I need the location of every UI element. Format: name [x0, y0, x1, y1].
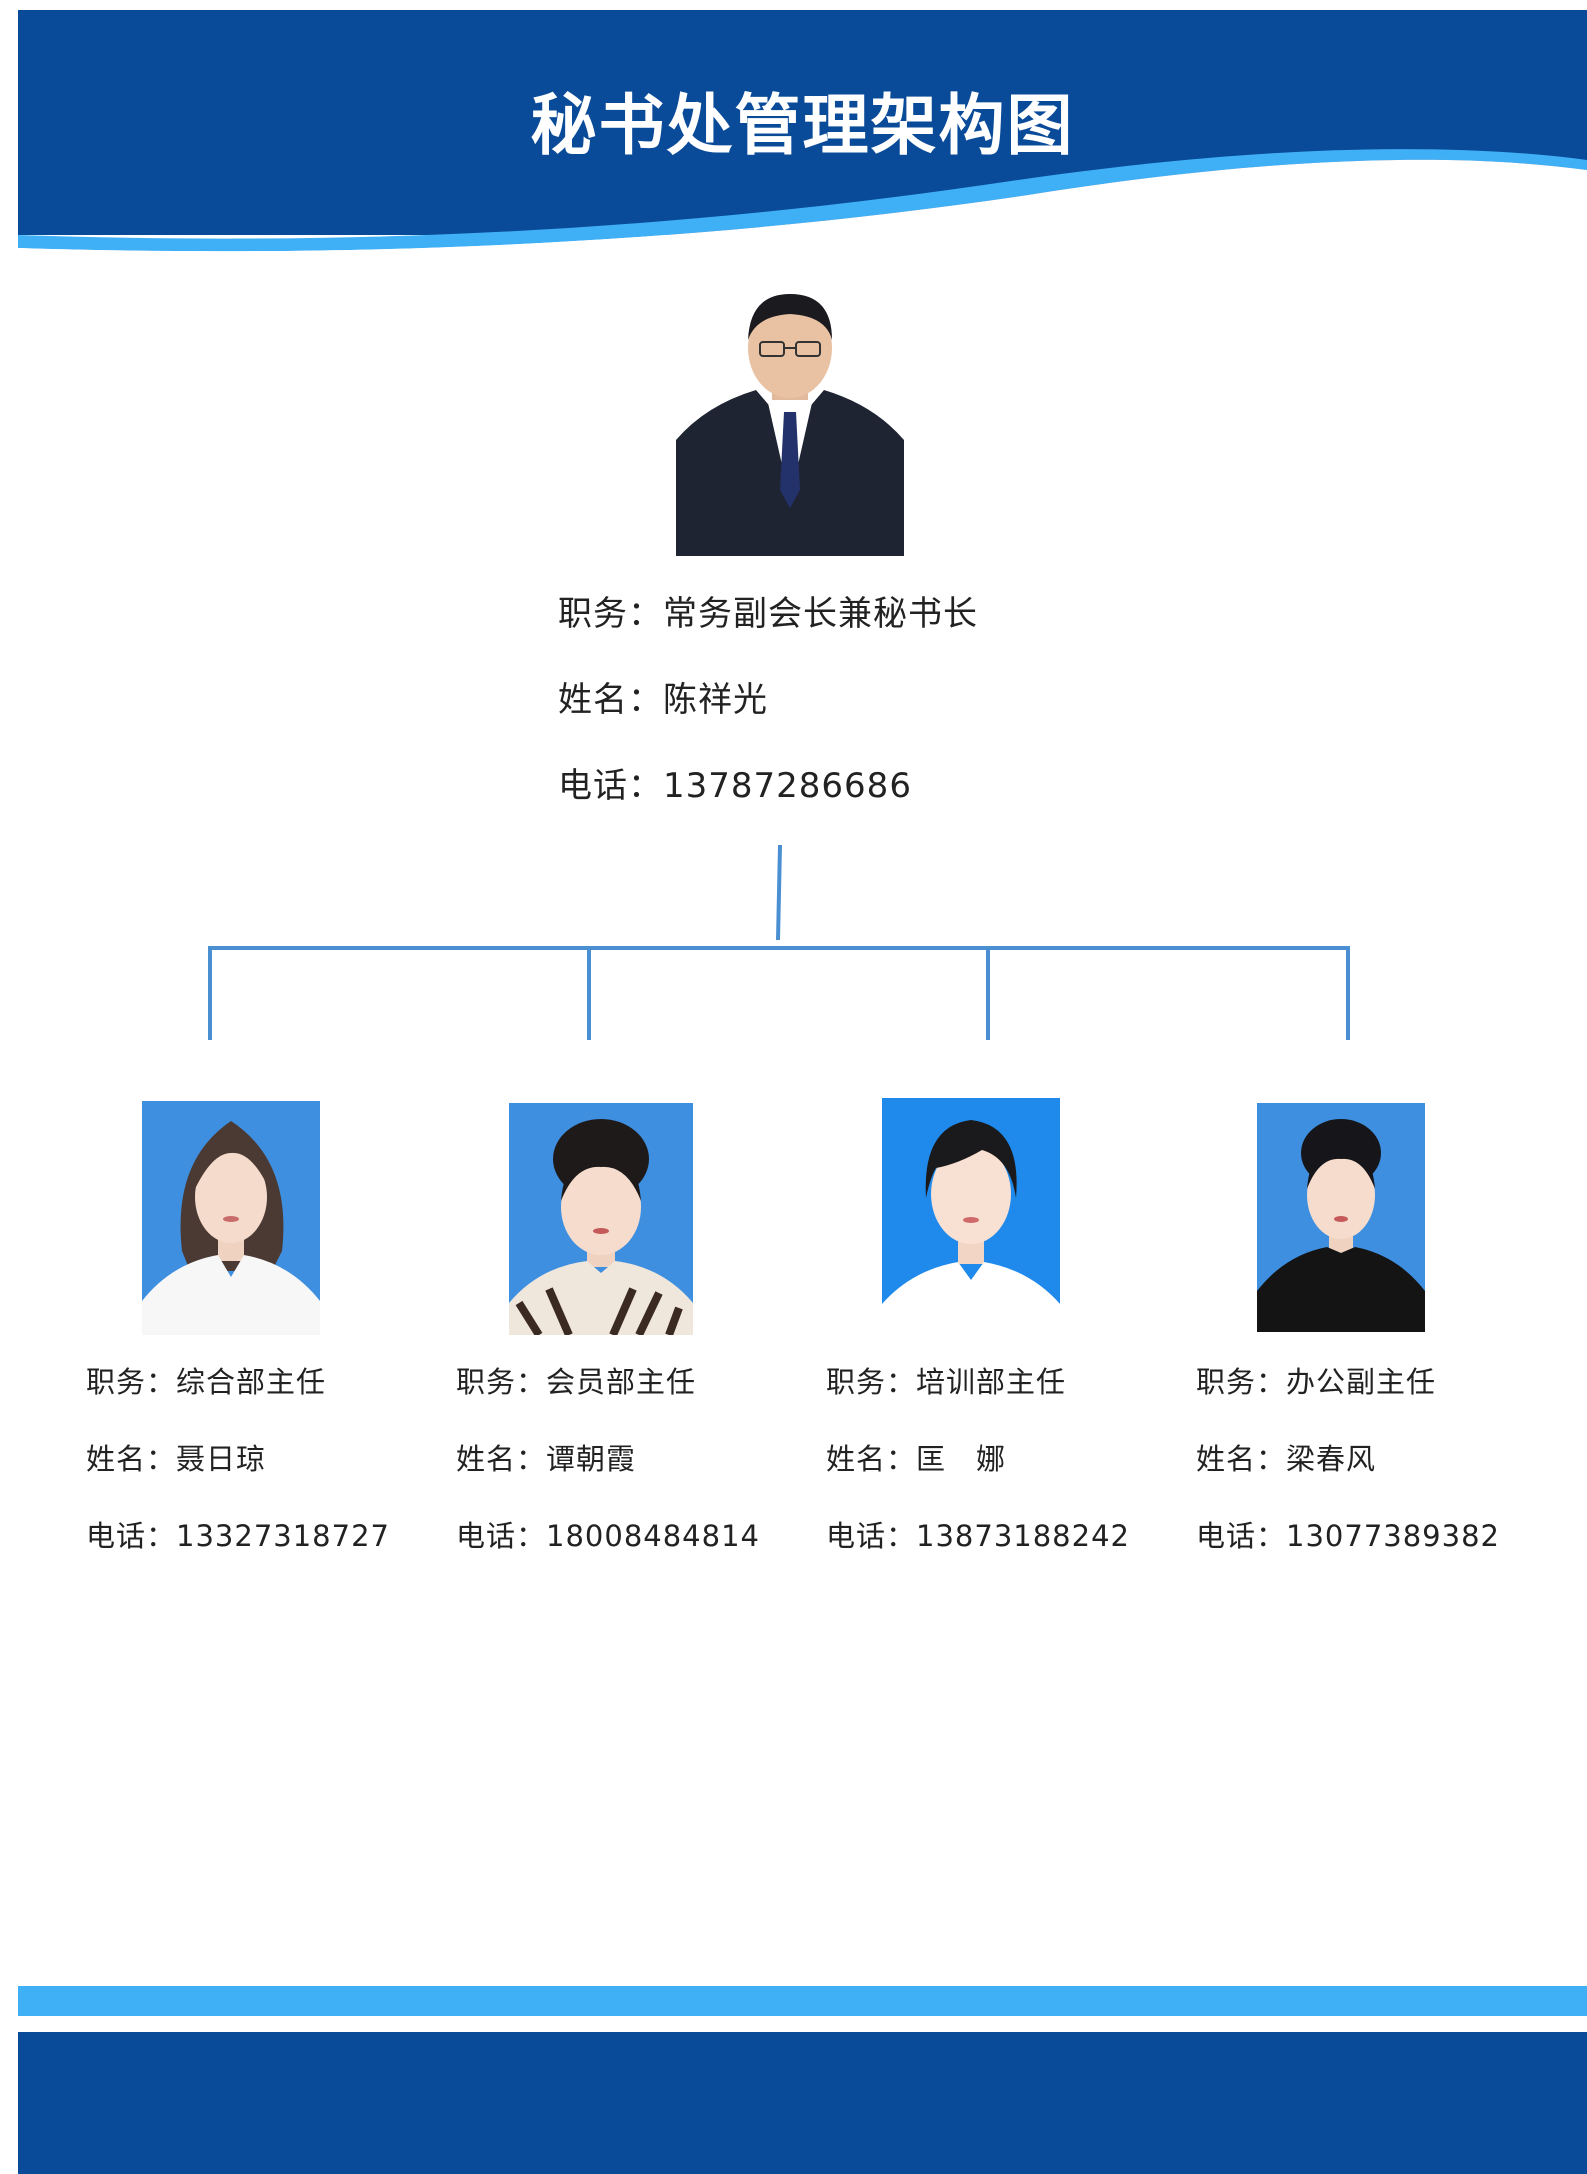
footer-stripe [18, 1986, 1587, 2016]
head-position-row: 职务：常务副会长兼秘书长 [558, 588, 978, 674]
member-name-row: 姓名：聂日琼 [86, 1437, 390, 1514]
head-position-label: 职务： [558, 594, 663, 634]
member-name: 匡 娜 [916, 1442, 1007, 1476]
connector-trunk [776, 844, 782, 941]
member-name-row: 姓名：梁春风 [1196, 1437, 1500, 1514]
member-phone-row: 电话：18008484814 [456, 1514, 760, 1591]
footer-bar [18, 2032, 1587, 2174]
member-position-label: 职务： [826, 1365, 917, 1399]
head-name: 陈祥光 [663, 680, 768, 720]
member-phone: 13873188242 [916, 1519, 1130, 1553]
member-phone-label: 电话： [1196, 1519, 1287, 1553]
member-position-label: 职务： [86, 1365, 177, 1399]
member-name-label: 姓名： [86, 1442, 177, 1476]
member-info-3: 职务：培训部主任 姓名：匡 娜 电话：13873188242 [826, 1360, 1130, 1591]
member-position-row: 职务：综合部主任 [86, 1360, 390, 1437]
member-position-row: 职务：办公副主任 [1196, 1360, 1500, 1437]
head-info: 职务：常务副会长兼秘书长 姓名：陈祥光 电话：13787286686 [558, 588, 978, 846]
head-phone: 13787286686 [663, 766, 912, 806]
member-position-row: 职务：培训部主任 [826, 1360, 1130, 1437]
head-name-label: 姓名： [558, 680, 663, 720]
member-name-label: 姓名： [1196, 1442, 1287, 1476]
member-name: 梁春风 [1286, 1442, 1377, 1476]
member-position-label: 职务： [1196, 1365, 1287, 1399]
member-position: 会员部主任 [546, 1365, 697, 1399]
member-phone-row: 电话：13077389382 [1196, 1514, 1500, 1591]
member-phone: 18008484814 [546, 1519, 760, 1553]
member-photo-3 [882, 1098, 1060, 1335]
member-name-label: 姓名： [826, 1442, 917, 1476]
member-position-label: 职务： [456, 1365, 547, 1399]
member-position: 办公副主任 [1286, 1365, 1437, 1399]
member-phone-label: 电话： [86, 1519, 177, 1553]
member-name-row: 姓名：匡 娜 [826, 1437, 1130, 1514]
member-phone: 13327318727 [176, 1519, 390, 1553]
header-banner: 秘书处管理架构图 [18, 10, 1587, 255]
member-info-1: 职务：综合部主任 姓名：聂日琼 电话：13327318727 [86, 1360, 390, 1591]
member-phone-row: 电话：13327318727 [86, 1514, 390, 1591]
header-wave [18, 10, 1587, 255]
member-phone-label: 电话： [456, 1519, 547, 1553]
member-position: 综合部主任 [176, 1365, 327, 1399]
member-name: 聂日琼 [176, 1442, 267, 1476]
head-phone-label: 电话： [558, 766, 663, 806]
head-photo [676, 290, 904, 556]
page-title: 秘书处管理架构图 [530, 87, 1075, 164]
member-name-row: 姓名：谭朝霞 [456, 1437, 760, 1514]
member-phone: 13077389382 [1286, 1519, 1500, 1553]
head-phone-row: 电话：13787286686 [558, 760, 978, 846]
member-info-2: 职务：会员部主任 姓名：谭朝霞 电话：18008484814 [456, 1360, 760, 1591]
member-position-row: 职务：会员部主任 [456, 1360, 760, 1437]
member-photo-2 [509, 1103, 693, 1335]
member-phone-row: 电话：13873188242 [826, 1514, 1130, 1591]
member-name-label: 姓名： [456, 1442, 547, 1476]
head-position: 常务副会长兼秘书长 [663, 594, 978, 634]
member-info-4: 职务：办公副主任 姓名：梁春风 电话：13077389382 [1196, 1360, 1500, 1591]
member-phone-label: 电话： [826, 1519, 917, 1553]
member-photo-1 [142, 1101, 320, 1335]
member-name: 谭朝霞 [546, 1442, 637, 1476]
member-photo-4 [1257, 1103, 1425, 1332]
head-name-row: 姓名：陈祥光 [558, 674, 978, 760]
member-position: 培训部主任 [916, 1365, 1067, 1399]
